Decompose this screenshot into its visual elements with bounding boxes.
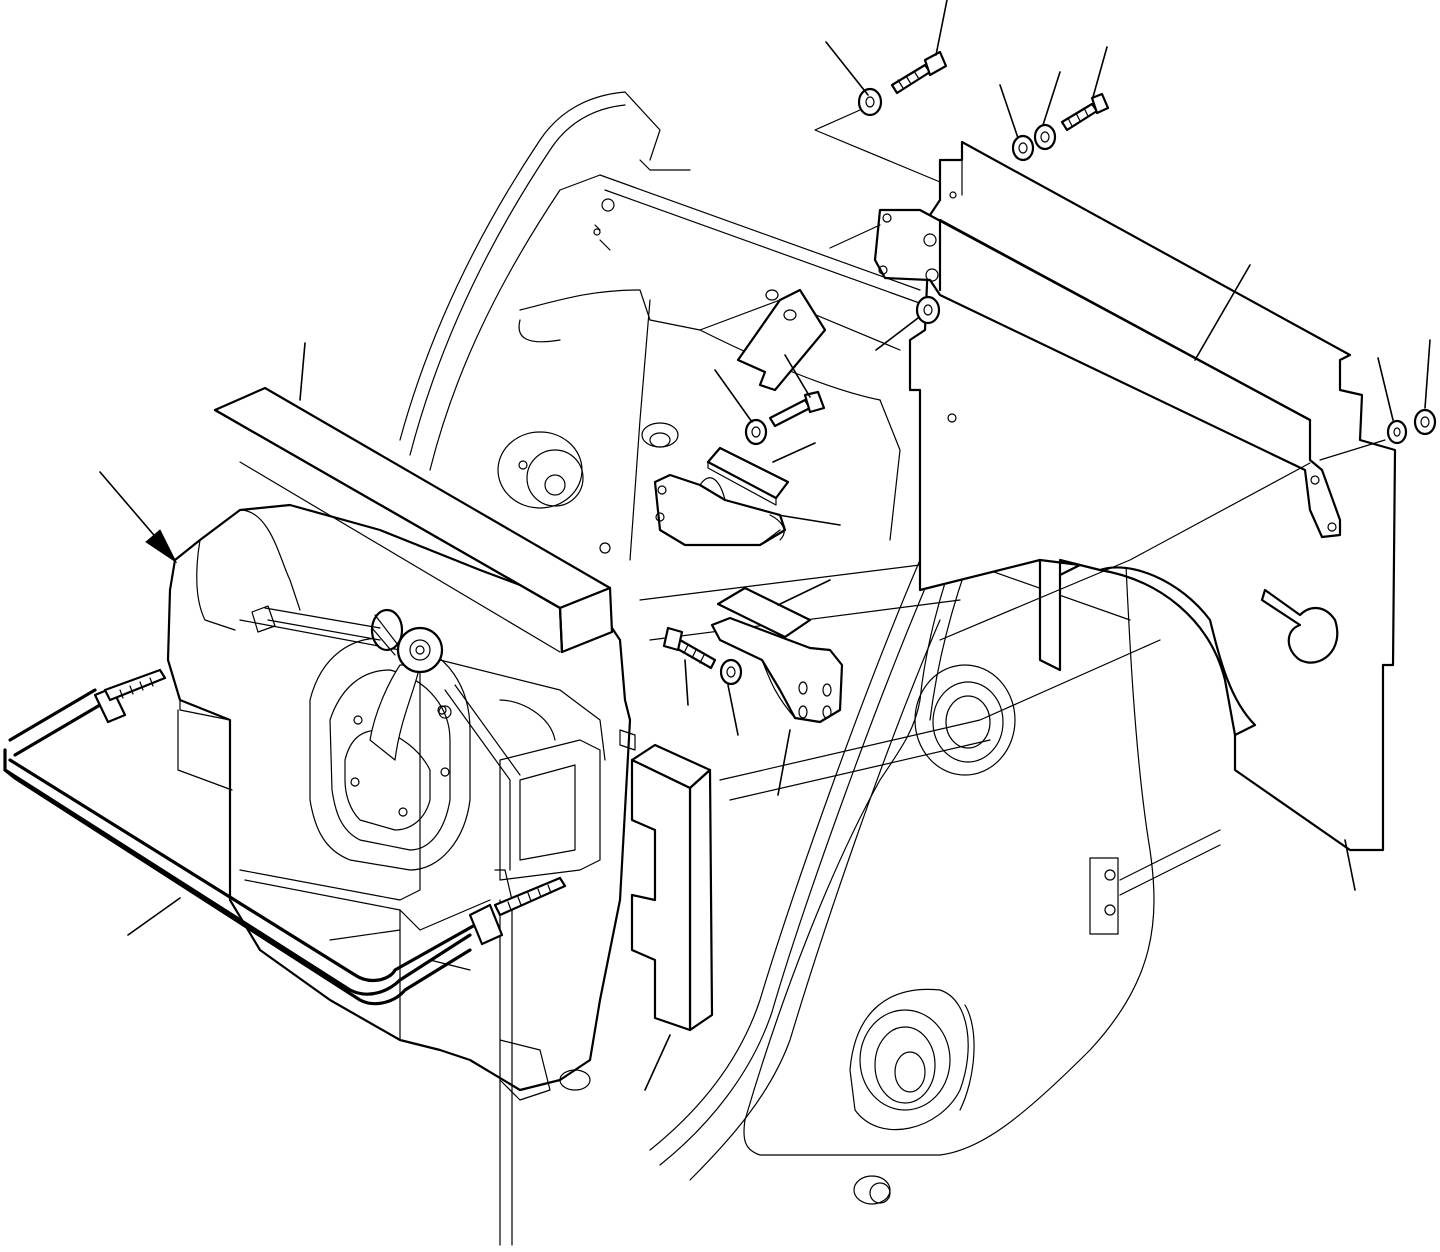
washer-icon [1011, 134, 1035, 162]
leader-lines [127, 0, 1431, 1091]
middle-brackets [653, 288, 844, 724]
washer-icon [915, 295, 941, 325]
washer-icon [857, 87, 883, 117]
washer-icon [719, 658, 743, 686]
vertical-rod [499, 899, 513, 1246]
heater-unit [166, 503, 636, 1101]
upper-bracket [873, 208, 1342, 539]
washer-icon [1033, 123, 1057, 151]
foam-strip-top [213, 386, 614, 654]
fasteners-top [857, 50, 1437, 445]
direction-arrow-icon [99, 471, 178, 564]
bolt-icon [890, 50, 948, 95]
bolt-icon [1060, 92, 1110, 132]
nut-icon [1413, 408, 1437, 436]
washer-icon [1386, 419, 1408, 445]
foam-block [630, 743, 714, 1032]
retaining-strap [3, 668, 567, 1006]
washer-icon [744, 418, 768, 446]
